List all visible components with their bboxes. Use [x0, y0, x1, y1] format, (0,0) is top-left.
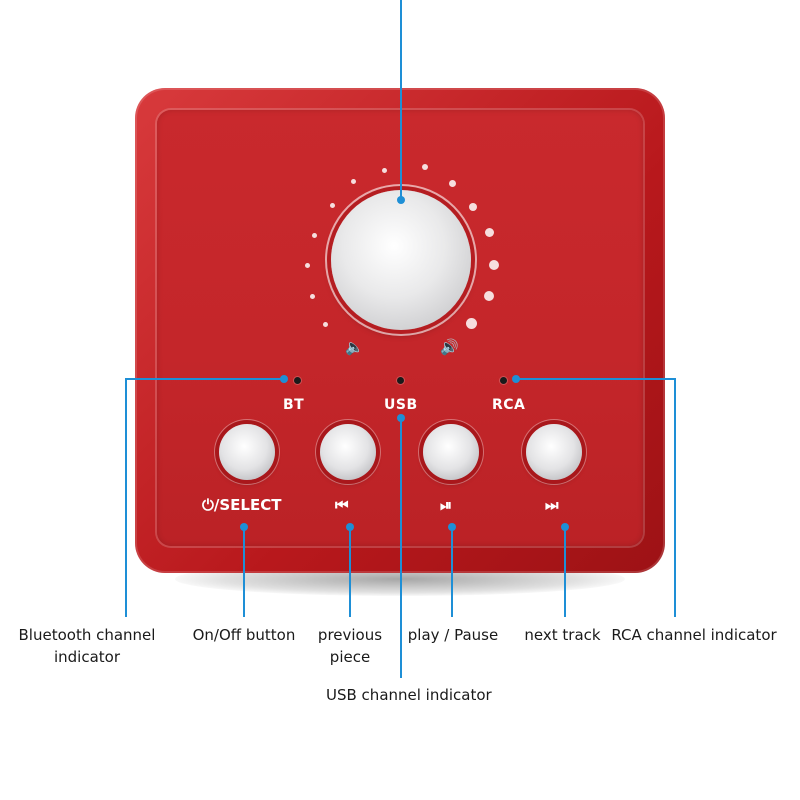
volume-dot: [351, 179, 356, 184]
volume-dot: [305, 263, 310, 268]
volume-dot: [323, 322, 328, 327]
volume-dot: [484, 291, 494, 301]
next-button[interactable]: [526, 424, 582, 480]
volume-dot: [485, 228, 494, 237]
usb-label: USB: [384, 397, 418, 413]
rca-leader-line: [516, 378, 676, 617]
rca-label: RCA: [492, 397, 526, 413]
volume-dot: [449, 180, 456, 187]
rca-callout: RCA channel indicator: [611, 626, 777, 644]
power-icon: ⏻: [202, 496, 214, 514]
power-select-label: ⏻/SELECT: [202, 497, 281, 513]
skip-previous-icon: ⏮: [335, 496, 349, 514]
volume-dot: [489, 260, 499, 270]
volume-dot: [310, 294, 315, 299]
onoff-callout: On/Off button: [192, 626, 296, 644]
volume-up-icon: 🔊: [440, 338, 459, 356]
select-label: /SELECT: [213, 496, 282, 514]
previous-callout: previous piece: [317, 626, 383, 666]
play-callout: play / Pause: [407, 626, 499, 644]
power-select-button[interactable]: [219, 424, 275, 480]
skip-next-icon: ⏭: [545, 496, 559, 514]
play-leader-dot: [448, 523, 456, 531]
rca-indicator-led: [500, 377, 507, 384]
onoff-leader-dot: [240, 523, 248, 531]
previous-button[interactable]: [320, 424, 376, 480]
knob-leader-dot: [397, 196, 405, 204]
usb-leader-dot: [397, 414, 405, 422]
bt-label: BT: [283, 397, 305, 413]
volume-dot: [466, 318, 477, 329]
previous-leader-dot: [346, 523, 354, 531]
bluetooth-leader-dot: [280, 375, 288, 383]
volume-knob[interactable]: [331, 190, 471, 330]
rca-leader-dot: [512, 375, 520, 383]
bt-indicator-led: [294, 377, 301, 384]
bluetooth-callout: Bluetooth channel indicator: [18, 626, 156, 666]
play-pause-button[interactable]: [423, 424, 479, 480]
volume-dot: [382, 168, 387, 173]
volume-dot: [330, 203, 335, 208]
usb-callout: USB channel indicator: [326, 686, 492, 704]
usb-indicator-led: [397, 377, 404, 384]
next-callout: next track: [524, 626, 601, 644]
next-leader-dot: [561, 523, 569, 531]
volume-dot: [422, 164, 428, 170]
bluetooth-leader-line: [125, 378, 284, 617]
volume-dot: [469, 203, 477, 211]
play-pause-icon: ⏯: [440, 496, 453, 514]
volume-dot: [312, 233, 317, 238]
volume-down-icon: 🔈: [345, 338, 364, 356]
